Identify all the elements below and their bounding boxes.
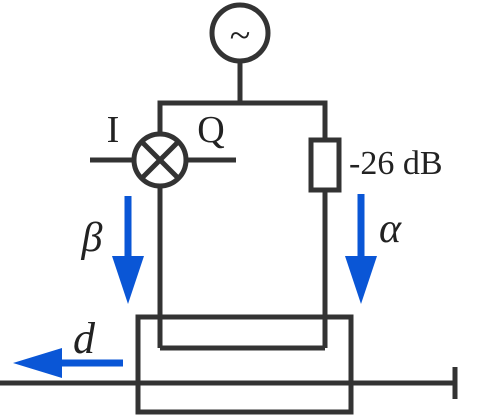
attenuator-label: -26 dB <box>349 145 443 182</box>
beta-arrow-icon <box>112 196 144 304</box>
mixer-i-label: I <box>107 109 120 151</box>
attenuator-icon <box>308 137 342 193</box>
d-label: d <box>73 314 96 363</box>
beta-label: β <box>81 215 103 261</box>
iq-mixer-icon <box>131 131 189 189</box>
ac-source-icon: ~ <box>209 2 271 64</box>
alpha-label: α <box>379 206 402 252</box>
d-arrow-icon <box>13 348 123 378</box>
alpha-arrow-icon <box>345 194 377 304</box>
mixer-q-label: Q <box>197 109 224 151</box>
coupler-box <box>135 314 354 415</box>
source-symbol: ~ <box>230 15 251 57</box>
